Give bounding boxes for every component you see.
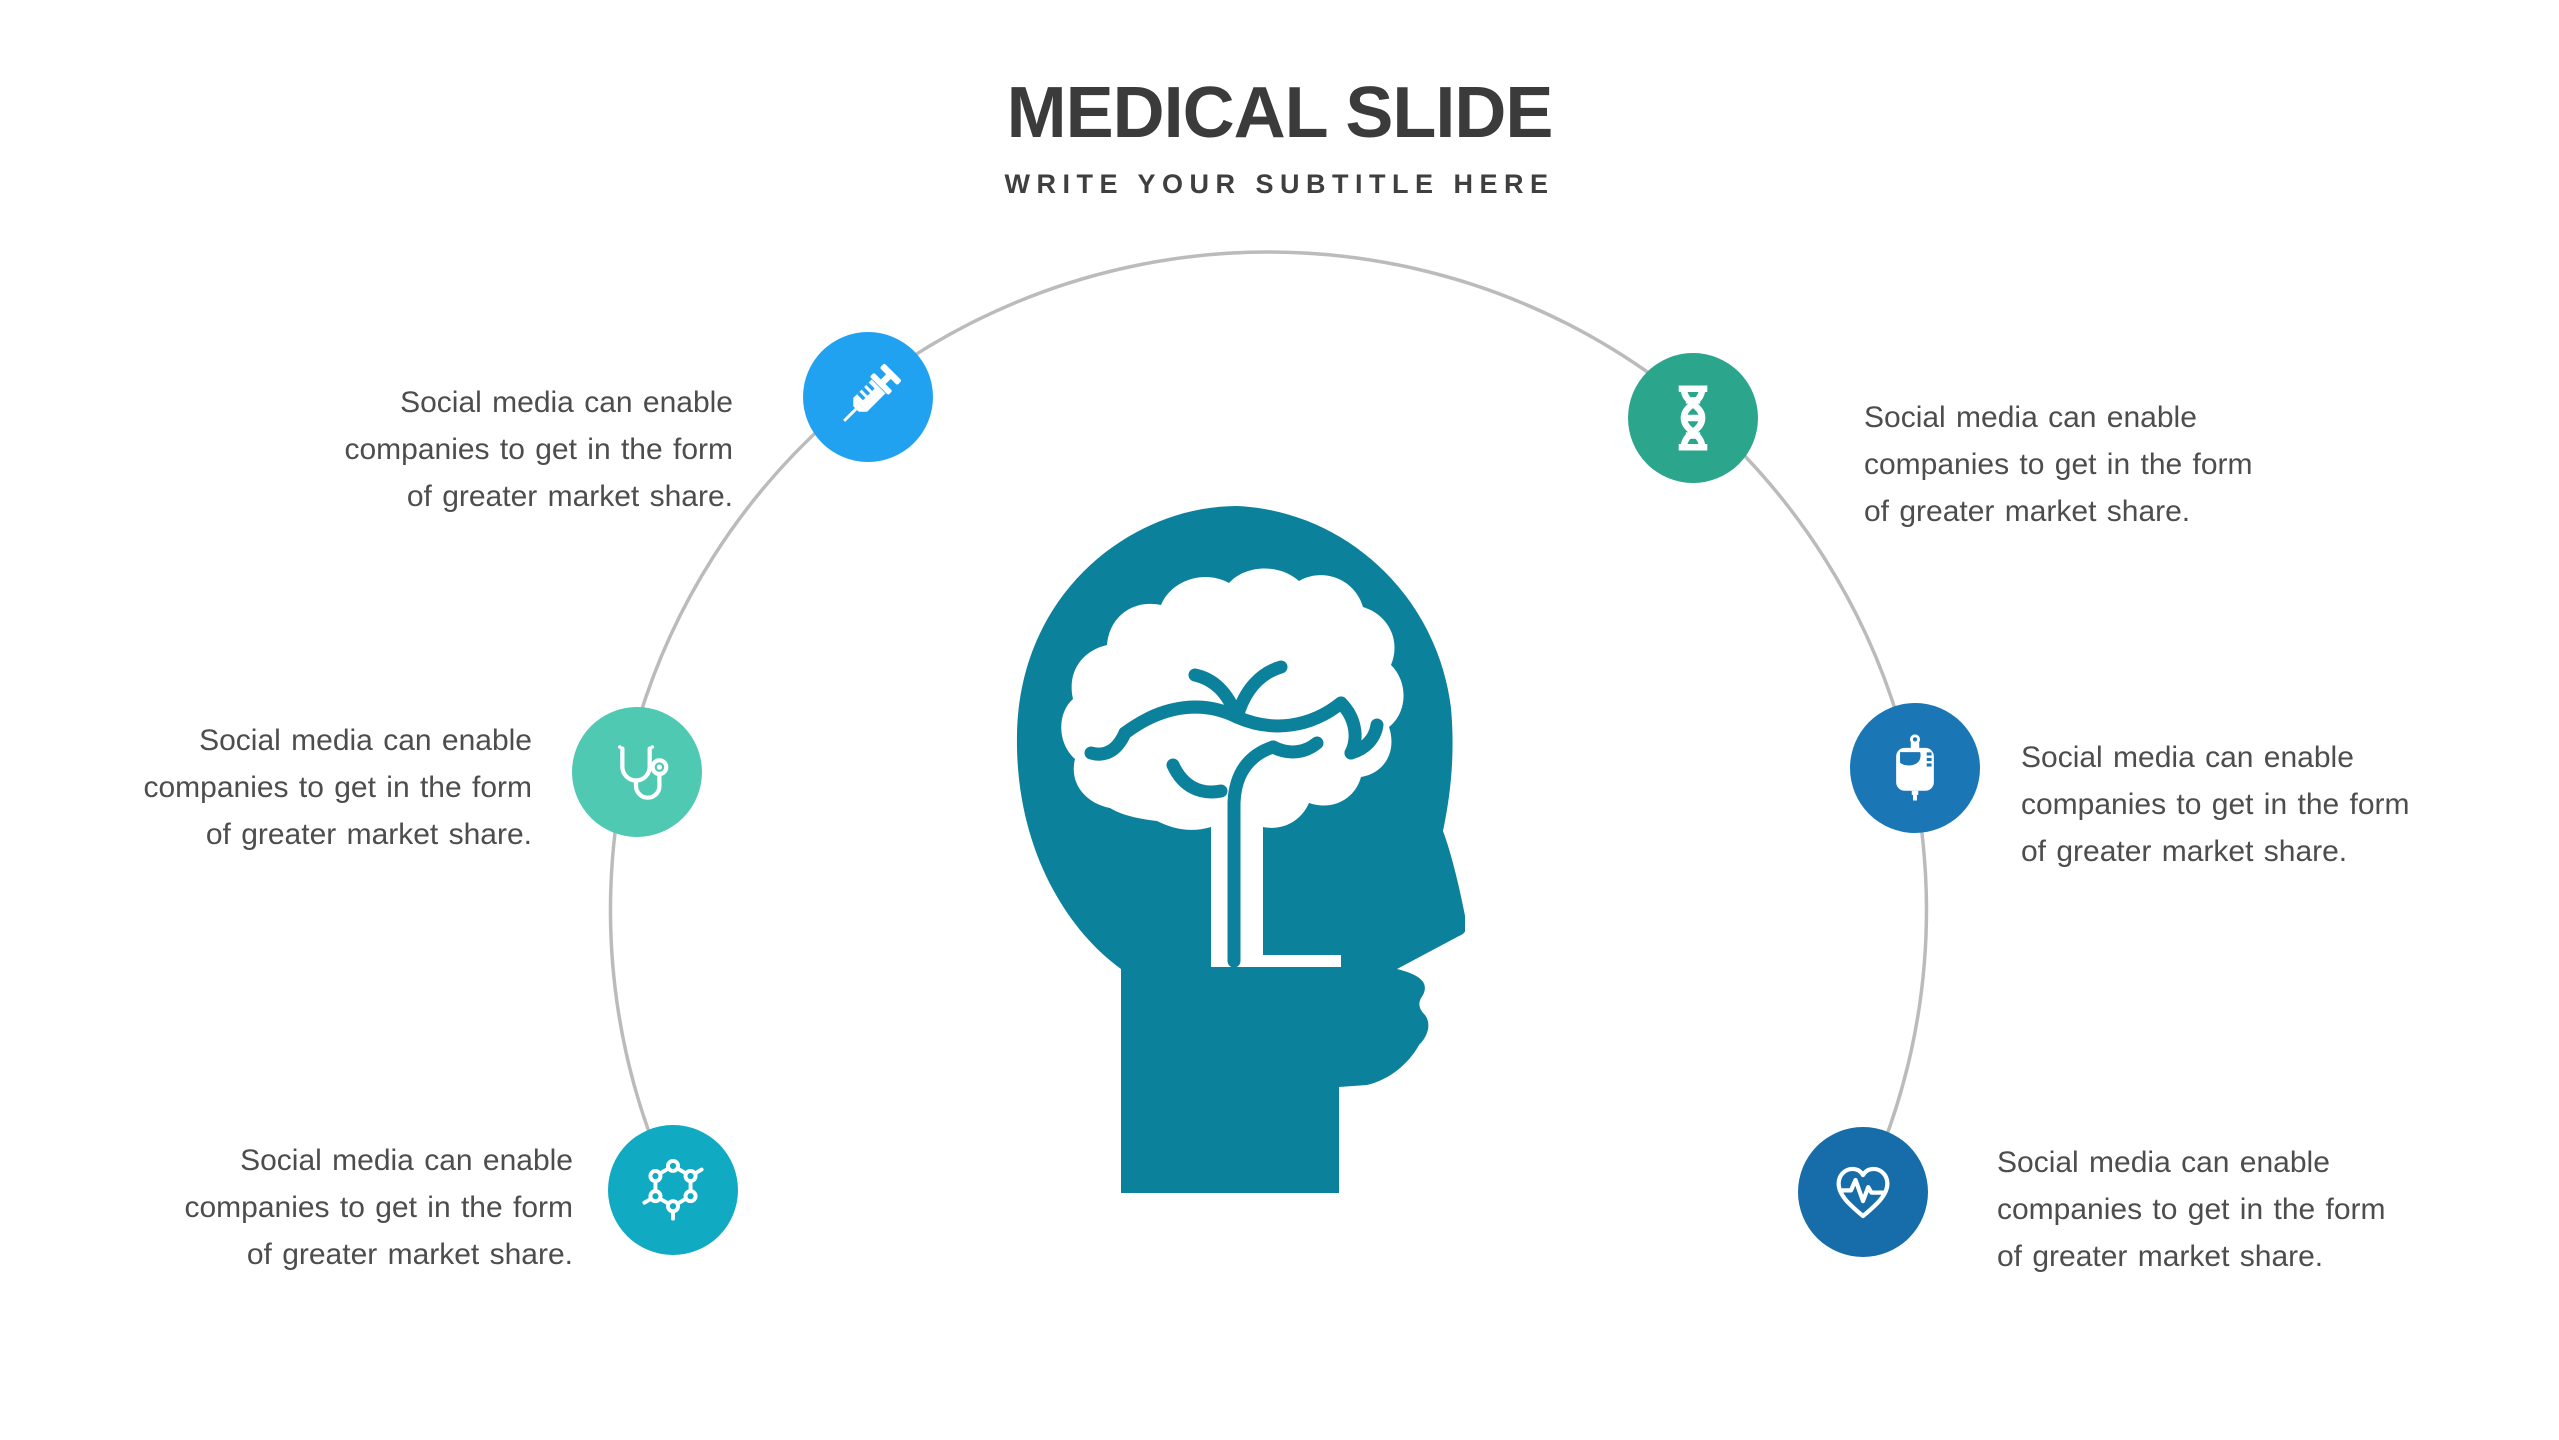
- stethoscope-icon: [572, 707, 702, 837]
- item-text-middle-left: Social media can enable companies to get…: [143, 717, 532, 858]
- syringe-glyph: [843, 364, 901, 422]
- item-text-line: Social media can enable: [199, 724, 532, 757]
- item-text-top-left: Social media can enable companies to get…: [344, 379, 733, 520]
- item-text-line: Social media can enable: [1864, 401, 2197, 434]
- molecule-glyph: [642, 1158, 704, 1221]
- head-brain-icon: [1016, 506, 1465, 1193]
- item-text-line: of greater market share.: [1864, 495, 2191, 528]
- item-text-line: of greater market share.: [205, 818, 532, 851]
- slide-title: MEDICAL SLIDE: [1006, 73, 1554, 153]
- item-text-bottom-left: Social media can enable companies to get…: [184, 1137, 573, 1278]
- item-text-top-right: Social media can enable companies to get…: [1864, 394, 2253, 535]
- item-text-line: of greater market share.: [406, 480, 733, 513]
- slide-subtitle: WRITE YOUR SUBTITLE HERE: [1004, 169, 1555, 200]
- item-text-line: Social media can enable: [1997, 1146, 2330, 1179]
- item-text-middle-right: Social media can enable companies to get…: [2021, 734, 2410, 875]
- dna-glyph: [1678, 385, 1708, 451]
- dna-icon: [1628, 353, 1758, 483]
- item-text-line: Social media can enable: [2021, 741, 2354, 774]
- slide-header: MEDICAL SLIDE WRITE YOUR SUBTITLE HERE: [0, 73, 2559, 200]
- stethoscope-glyph: [617, 745, 669, 800]
- syringe-icon: [803, 332, 933, 462]
- item-text-line: of greater market share.: [246, 1238, 573, 1271]
- item-text-line: companies to get in the form: [143, 771, 532, 804]
- item-text-bottom-right: Social media can enable companies to get…: [1997, 1139, 2386, 1280]
- iv-bag-glyph: [1896, 734, 1934, 801]
- item-text-line: of greater market share.: [2021, 835, 2348, 868]
- item-text-line: Social media can enable: [240, 1144, 573, 1177]
- iv-bag-icon: [1850, 703, 1980, 833]
- item-text-line: companies to get in the form: [184, 1191, 573, 1224]
- molecule-icon: [608, 1125, 738, 1255]
- item-text-line: companies to get in the form: [344, 433, 733, 466]
- item-text-line: companies to get in the form: [1997, 1193, 2386, 1226]
- brain-vessels: [1084, 660, 1384, 968]
- item-text-line: companies to get in the form: [2021, 788, 2410, 821]
- heart-pulse-icon: [1798, 1127, 1928, 1257]
- heart-pulse-glyph: [1836, 1166, 1890, 1219]
- item-text-line: of greater market share.: [1997, 1240, 2324, 1273]
- brain-shape: [1061, 568, 1404, 967]
- item-text-line: companies to get in the form: [1864, 448, 2253, 481]
- item-text-line: Social media can enable: [400, 386, 733, 419]
